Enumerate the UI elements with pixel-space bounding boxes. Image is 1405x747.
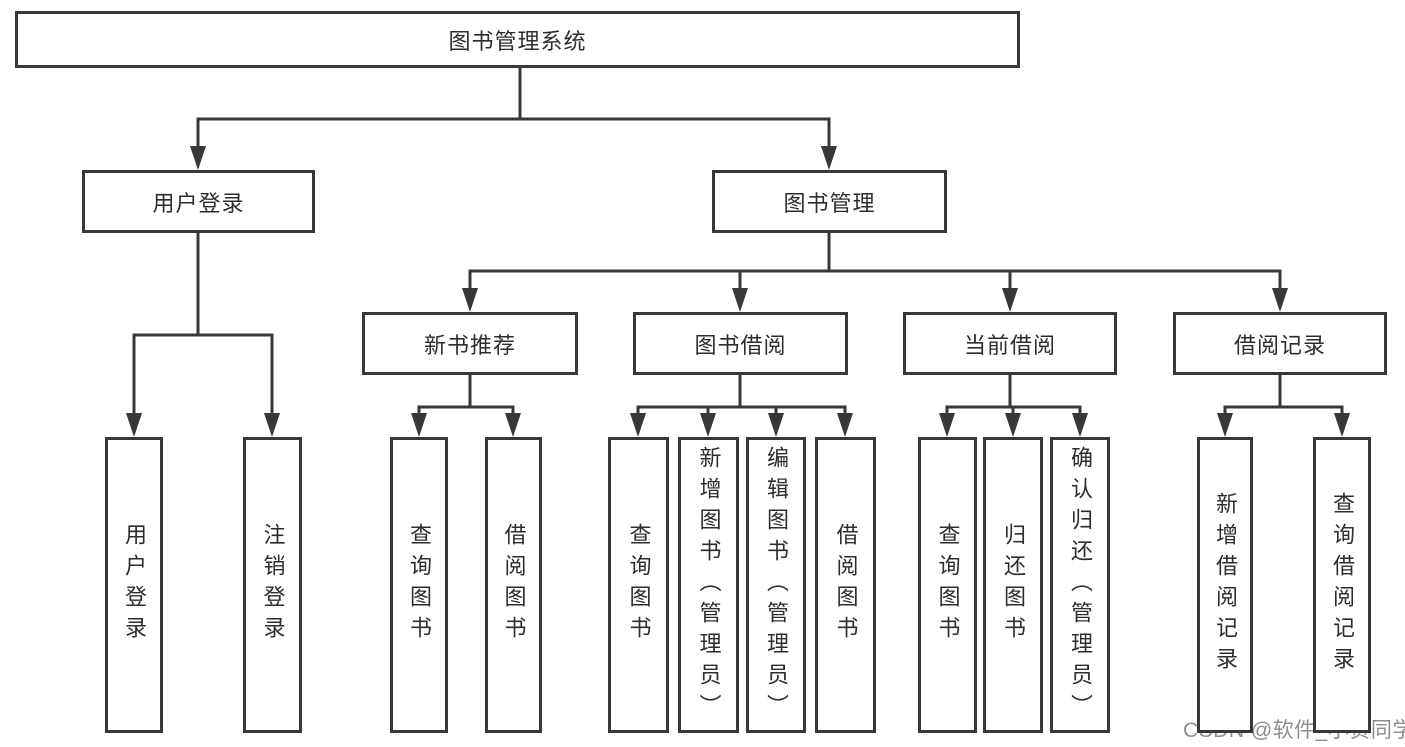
node-label-current-borrow: 当前借阅 xyxy=(963,332,1056,358)
node-leaf-query-books-2: 查询图书 xyxy=(608,437,669,733)
node-leaf-add-book-admin: 新增图书（管理员） xyxy=(678,437,739,733)
node-label-leaf-edit-book-admin: 编辑图书（管理员） xyxy=(764,445,789,725)
arrowhead-icon xyxy=(1002,288,1018,312)
arrowhead-icon xyxy=(1005,413,1021,437)
arrowhead-icon xyxy=(411,413,427,437)
node-leaf-confirm-return: 确认归还（管理员） xyxy=(1050,437,1110,733)
node-label-leaf-add-borrow-record: 新增借阅记录 xyxy=(1213,492,1238,678)
arrowhead-icon xyxy=(190,146,206,170)
arrowhead-icon xyxy=(821,146,837,170)
node-leaf-borrow-books-2: 借阅图书 xyxy=(815,437,876,733)
arrowhead-icon xyxy=(462,288,478,312)
node-root: 图书管理系统 xyxy=(15,11,1020,68)
node-label-leaf-query-borrow-record: 查询借阅记录 xyxy=(1330,492,1355,678)
node-leaf-edit-book-admin: 编辑图书（管理员） xyxy=(746,437,806,733)
arrowhead-icon xyxy=(1217,413,1233,437)
node-book-borrow: 图书借阅 xyxy=(633,312,848,375)
node-label-leaf-borrow-books-2: 借阅图书 xyxy=(833,523,859,647)
node-label-book-borrow: 图书借阅 xyxy=(694,332,787,358)
node-label-leaf-query-books-3: 查询图书 xyxy=(935,523,961,647)
node-leaf-add-borrow-record: 新增借阅记录 xyxy=(1197,437,1253,733)
arrowhead-icon xyxy=(505,413,521,437)
node-current-borrow: 当前借阅 xyxy=(903,312,1117,375)
node-leaf-borrow-books-1: 借阅图书 xyxy=(485,437,542,733)
arrowhead-icon xyxy=(837,413,853,437)
arrowhead-icon xyxy=(126,413,142,437)
node-leaf-query-books-1: 查询图书 xyxy=(390,437,448,733)
arrowhead-icon xyxy=(700,413,716,437)
node-leaf-query-books-3: 查询图书 xyxy=(918,437,977,733)
node-leaf-logout: 注销登录 xyxy=(243,437,302,733)
node-book-mgmt: 图书管理 xyxy=(712,170,947,233)
node-leaf-user-login: 用户登录 xyxy=(105,437,163,733)
arrowhead-icon xyxy=(1272,288,1288,312)
node-label-root: 图书管理系统 xyxy=(448,28,587,54)
node-label-leaf-query-books-1: 查询图书 xyxy=(407,523,432,647)
node-user-login: 用户登录 xyxy=(82,170,315,233)
node-label-leaf-user-login: 用户登录 xyxy=(122,523,147,647)
node-new-book-rec: 新书推荐 xyxy=(362,312,578,375)
node-leaf-query-borrow-record: 查询借阅记录 xyxy=(1313,437,1371,733)
node-label-borrow-records: 借阅记录 xyxy=(1233,332,1326,358)
arrowhead-icon xyxy=(1334,413,1350,437)
arrowhead-icon xyxy=(264,413,280,437)
node-label-leaf-confirm-return: 确认归还（管理员） xyxy=(1068,445,1093,725)
arrowhead-icon xyxy=(630,413,646,437)
node-label-user-login: 用户登录 xyxy=(152,190,245,216)
arrowhead-icon xyxy=(939,413,955,437)
node-label-new-book-rec: 新书推荐 xyxy=(423,332,516,358)
node-leaf-return-books: 归还图书 xyxy=(983,437,1043,733)
node-label-leaf-add-book-admin: 新增图书（管理员） xyxy=(696,445,722,725)
node-label-leaf-return-books: 归还图书 xyxy=(1001,523,1026,647)
node-label-book-mgmt: 图书管理 xyxy=(783,190,876,216)
arrowhead-icon xyxy=(1072,413,1088,437)
node-label-leaf-query-books-2: 查询图书 xyxy=(626,523,652,647)
node-borrow-records: 借阅记录 xyxy=(1173,312,1387,375)
arrowhead-icon xyxy=(732,288,748,312)
node-label-leaf-logout: 注销登录 xyxy=(260,523,286,647)
node-label-leaf-borrow-books-1: 借阅图书 xyxy=(501,523,527,647)
arrowhead-icon xyxy=(768,413,784,437)
